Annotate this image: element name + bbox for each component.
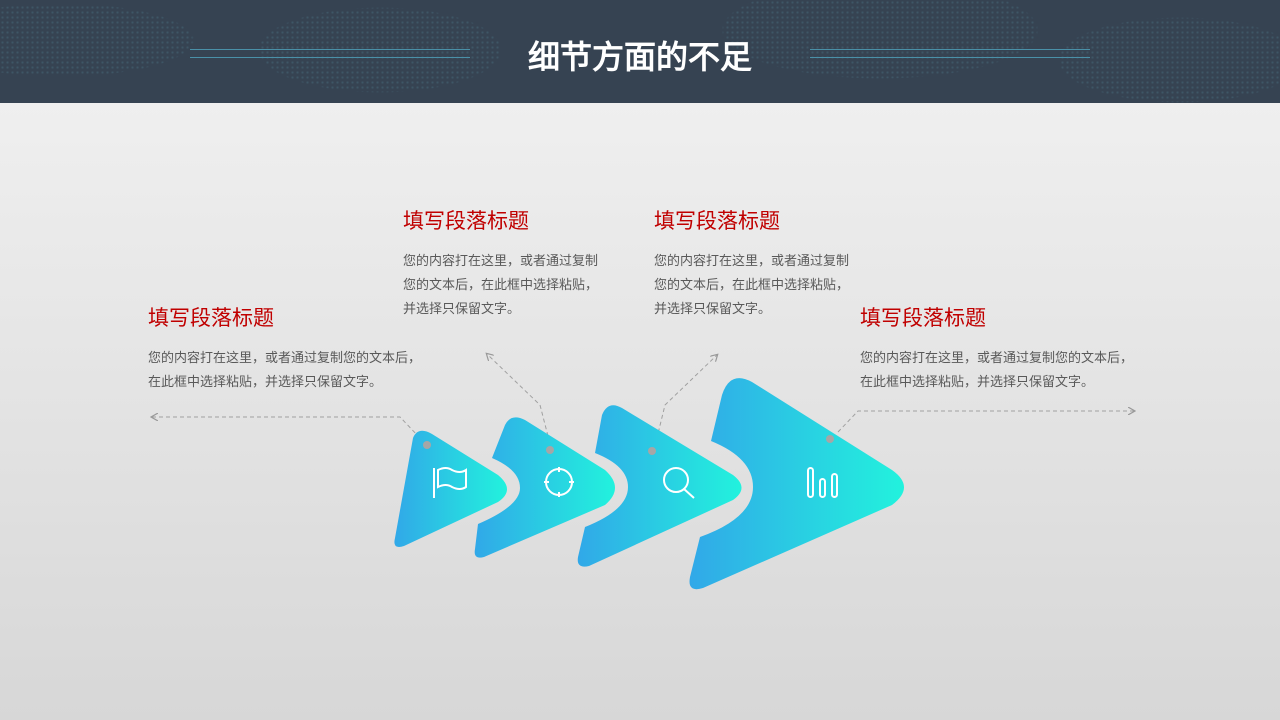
header-bar: 细节方面的不足 [0,0,1280,103]
block-line: 您的内容打在这里，或者通过复制您的文本后， [860,350,1134,365]
block-line: 您的文本后，在此框中选择粘贴， [654,277,850,292]
block-line: 在此框中选择粘贴，并选择只保留文字。 [148,374,383,389]
text-block-3: 填写段落标题 您的内容打在这里，或者通过复制 您的文本后，在此框中选择粘贴， 并… [654,205,849,321]
block-line: 您的内容打在这里，或者通过复制您的文本后， [148,350,422,365]
dot-4 [826,435,834,443]
block-heading: 填写段落标题 [654,210,780,233]
crosshair-icon [544,467,574,497]
dot-1 [423,441,431,449]
block-line: 在此框中选择粘贴，并选择只保留文字。 [860,374,1095,389]
text-block-4: 填写段落标题 您的内容打在这里，或者通过复制您的文本后， 在此框中选择粘贴，并选… [860,302,1133,394]
dot-2 [546,446,554,454]
arrow-shape-1 [394,430,507,547]
bar-chart-icon [807,467,838,498]
block-line: 您的内容打在这里，或者通过复制 [403,253,599,268]
title-line-left [190,49,470,58]
arrow-shape-3 [577,405,742,567]
flag-icon [433,467,467,498]
block-heading: 填写段落标题 [860,307,986,330]
title-line-right [810,49,1090,58]
connector-2 [487,354,549,437]
block-line: 您的内容打在这里，或者通过复制 [654,253,850,268]
connector-1 [152,417,421,439]
connector-4 [837,411,1134,433]
block-line: 并选择只保留文字。 [654,301,772,316]
world-map-background [0,0,1280,103]
block-line: 并选择只保留文字。 [403,301,521,316]
block-heading: 填写段落标题 [403,210,529,233]
dot-3 [648,447,656,455]
block-heading: 填写段落标题 [148,307,274,330]
connector-3 [654,355,717,447]
arrow-shape-4 [689,378,904,590]
block-line: 您的文本后，在此框中选择粘贴， [403,277,599,292]
text-block-1: 填写段落标题 您的内容打在这里，或者通过复制您的文本后， 在此框中选择粘贴，并选… [148,302,421,394]
page-title: 细节方面的不足 [527,39,752,75]
text-block-2: 填写段落标题 您的内容打在这里，或者通过复制 您的文本后，在此框中选择粘贴， 并… [403,205,598,321]
arrow-shape-2 [474,417,615,558]
search-icon [663,467,695,499]
